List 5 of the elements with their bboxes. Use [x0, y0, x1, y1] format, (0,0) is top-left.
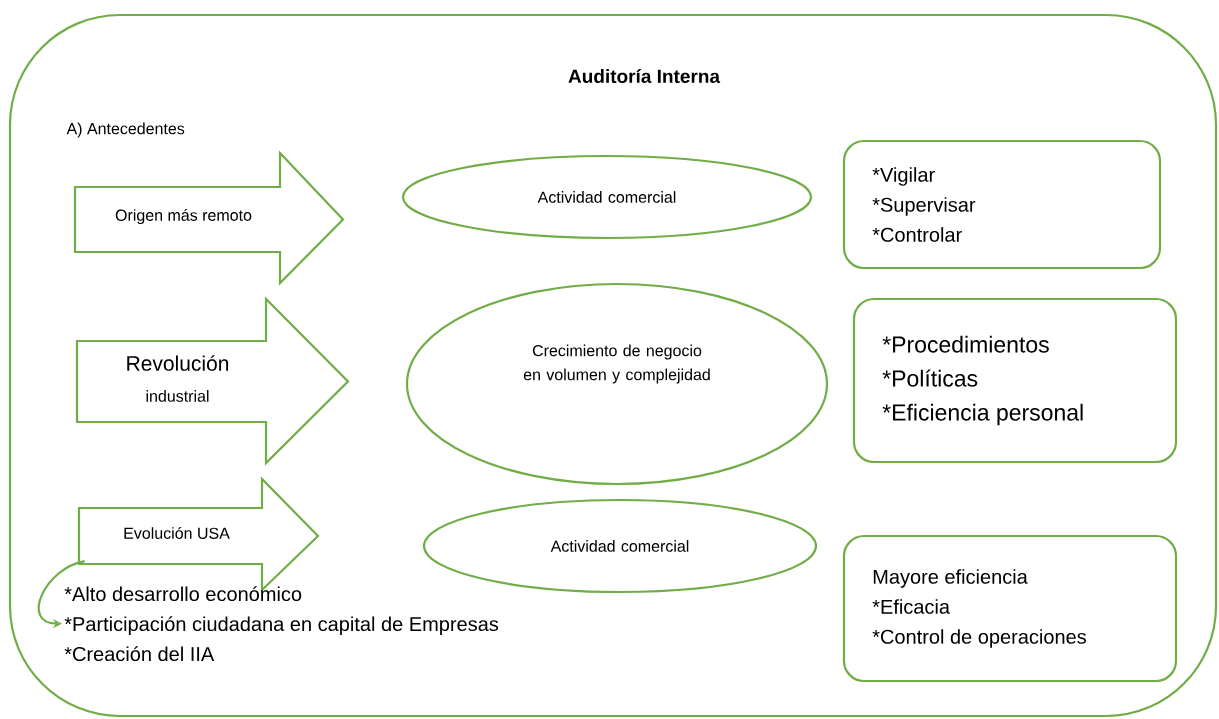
rounded-box: *Vigilar *Supervisar *Controlar — [842, 139, 1162, 270]
rounded-box: *Procedimientos *Políticas *Eficiencia personal — [852, 297, 1178, 464]
title: Auditoría Interna — [568, 68, 721, 84]
section-heading: A) Antecedentes — [66, 122, 185, 138]
rounded-box: Mayore eficiencia *Eficacia *Control de operaciones — [842, 534, 1178, 683]
